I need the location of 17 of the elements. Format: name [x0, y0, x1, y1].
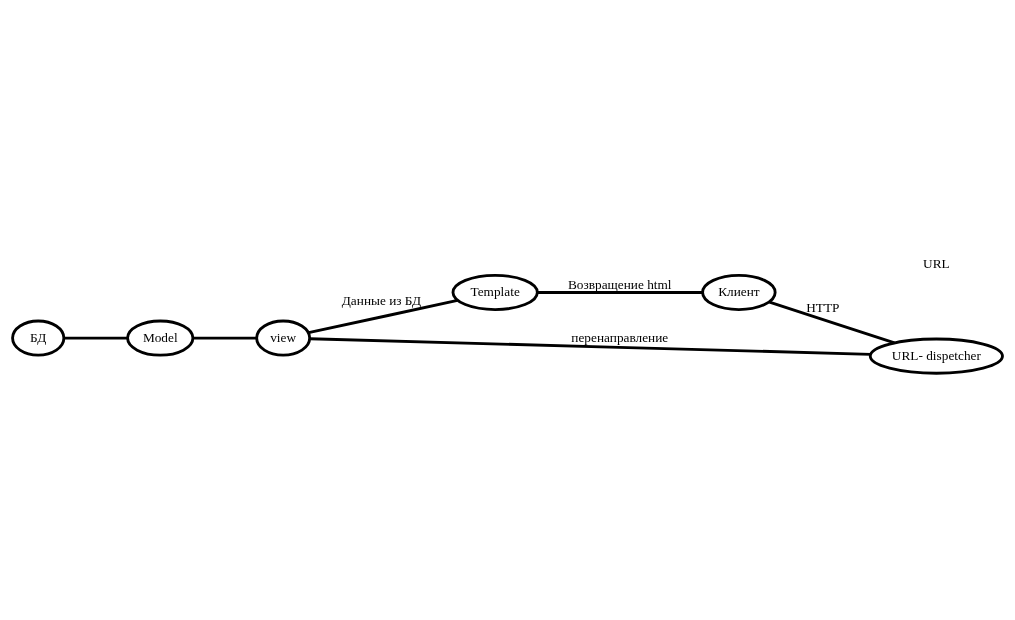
connector — [310, 336, 871, 356]
label: URL — [923, 255, 950, 271]
edge-label: HTTP — [806, 299, 840, 315]
node-ellipse: Template — [451, 273, 539, 311]
node-ellipse: view — [255, 319, 312, 357]
connector — [537, 290, 703, 294]
connector — [769, 300, 895, 344]
node-ellipse: URL- dispetcher — [868, 337, 1004, 375]
node-ellipse: Model — [126, 319, 195, 357]
edge-label: Данные из БД — [341, 292, 422, 308]
connector — [308, 298, 458, 334]
node-ellipse: БД — [11, 319, 66, 357]
node-ellipse: Клиент — [701, 273, 777, 311]
edge-label: перенаправление — [571, 329, 669, 345]
connector — [193, 336, 257, 339]
connector — [64, 336, 128, 339]
edge-label: Возвращение html — [568, 276, 672, 292]
